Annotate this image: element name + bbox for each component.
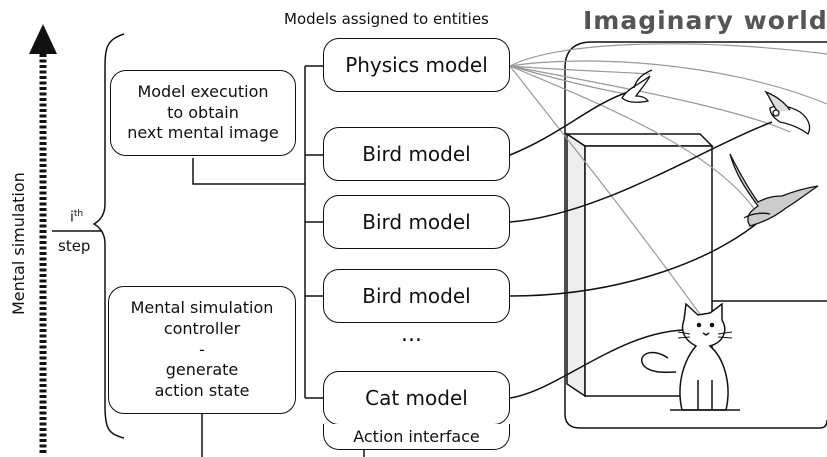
entity-link-lines xyxy=(509,91,773,399)
model-tree-connectors xyxy=(192,65,365,457)
axis-label: Mental simulation xyxy=(9,172,28,315)
simulation-brace xyxy=(92,33,125,439)
more-models-ellipsis: ... xyxy=(401,322,422,347)
bird-model-box-3: Bird model xyxy=(323,269,510,323)
time-arrow xyxy=(29,24,57,455)
cat-illustration xyxy=(641,302,740,411)
bird-icon xyxy=(729,153,819,227)
bird-icon xyxy=(621,69,653,103)
world-title: Imaginary world xyxy=(583,6,827,35)
cat-model-box: Cat model xyxy=(323,371,510,425)
simulation-controller-box: Mental simulation controller - generate … xyxy=(108,286,296,414)
model-execution-box: Model execution to obtain next mental im… xyxy=(110,70,296,156)
physics-fan-lines xyxy=(509,43,827,332)
bird-model-box-2: Bird model xyxy=(323,195,510,249)
physics-model-box: Physics model xyxy=(323,38,510,92)
step-label: step xyxy=(58,237,91,255)
models-caption: Models assigned to entities xyxy=(284,10,489,28)
bird-icon xyxy=(764,90,811,135)
world-frame xyxy=(564,41,827,429)
bird-model-box-1: Bird model xyxy=(323,127,510,181)
step-index: ith xyxy=(70,209,84,226)
action-interface-box: Action interface xyxy=(323,424,510,450)
